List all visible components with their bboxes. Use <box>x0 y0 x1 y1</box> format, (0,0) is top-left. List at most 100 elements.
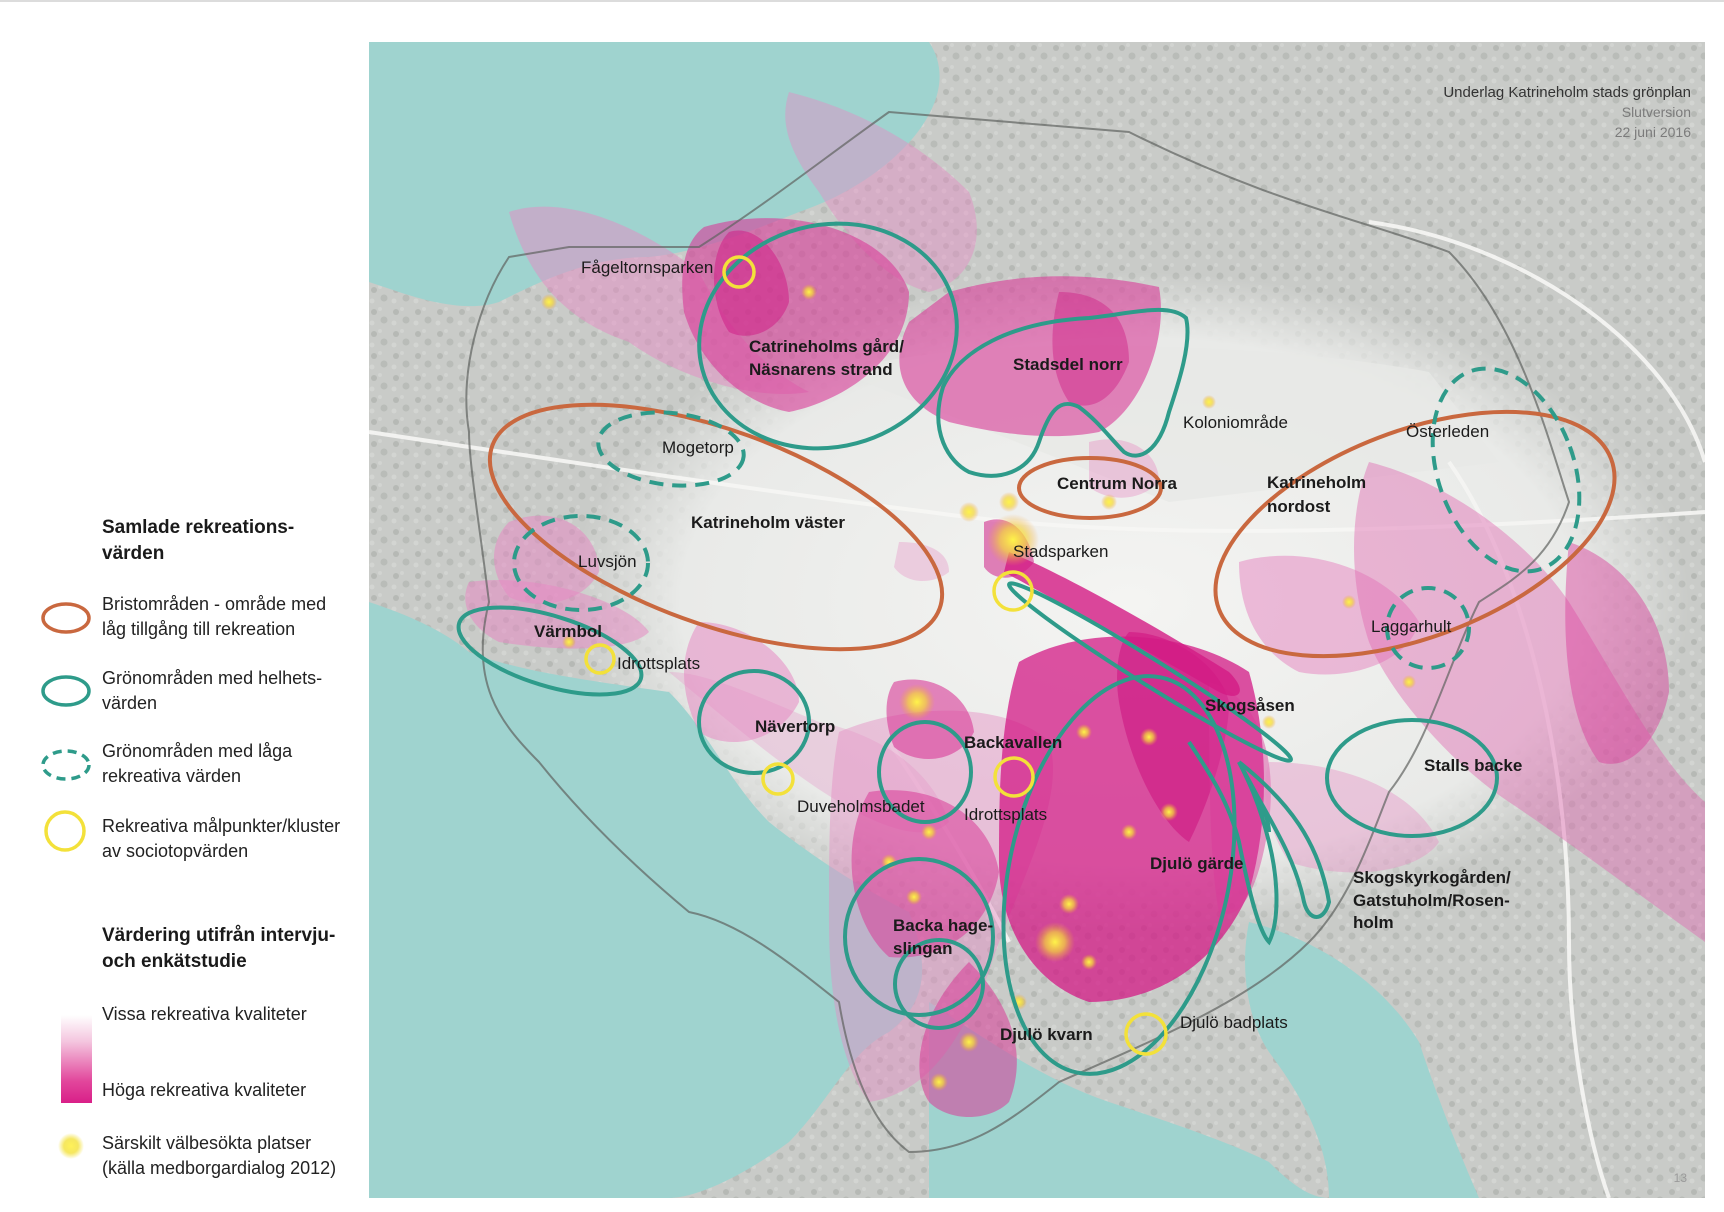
legend-item-green: Grönområden med helhets- värden <box>102 666 322 716</box>
label-skogskyrkogarden-1: Skogskyrkogården/ <box>1353 868 1511 887</box>
label-katrineholm-nordost-1: Katrineholm <box>1267 473 1366 492</box>
lake-nasnaren <box>369 42 940 307</box>
legend-item-target-line2: av sociotopvärden <box>102 841 249 861</box>
header-title: Underlag Katrineholm stads grönplan <box>1443 84 1691 101</box>
road-network <box>369 220 1705 1198</box>
legend-section2-title-line1: Värdering utifrån intervju- <box>102 925 336 946</box>
label-djulo-kvarn: Djulö kvarn <box>1000 1025 1093 1044</box>
label-catrineholms-gard-2: Näsnarens strand <box>749 360 893 379</box>
deficit-centrum-norra <box>1017 456 1163 520</box>
label-skogsasen: Skogsåsen <box>1205 696 1295 715</box>
label-katrineholm-nordost-2: nordost <box>1267 497 1331 516</box>
deficit-katrineholm-nordost <box>1213 409 1617 659</box>
green-stadsdel-norr <box>936 307 1190 478</box>
label-varmbol: Värmbol <box>534 622 602 641</box>
label-luvsjon: Luvsjön <box>578 552 637 571</box>
legend-item-green-line2: värden <box>102 693 158 713</box>
map-header: Underlag Katrineholm stads grönplan Slut… <box>1443 84 1691 140</box>
hotspot-dot-icon <box>58 1133 84 1159</box>
target-djulo-badplats <box>1124 1012 1168 1056</box>
map-labels: Fågeltornsparken Catrineholms gård/ Näsn… <box>534 258 1522 1044</box>
green-low-areas <box>512 366 1582 670</box>
green-djulo-kvarn <box>893 938 985 1030</box>
label-fageltornsparken: Fågeltornsparken <box>581 258 713 277</box>
orange-ellipse-icon <box>41 602 91 634</box>
label-idrottsplats-varmbol: Idrottsplats <box>617 654 700 673</box>
legend-gradient-high: Höga rekreativa kvaliteter <box>102 1080 307 1100</box>
label-osterleden: Österleden <box>1406 422 1489 441</box>
green-low-osterleden <box>1430 366 1582 574</box>
green-navertorp <box>697 669 811 775</box>
green-ellipse-icon <box>41 675 91 707</box>
legend-section1-title: Samlade rekreations- värden <box>102 515 294 567</box>
legend-item-target: Rekreativa målpunkter/kluster av socioto… <box>102 814 340 864</box>
legend-item-deficit: Bristområden - område med låg tillgång t… <box>102 592 326 642</box>
label-backa-hageslingan-2: slingan <box>893 939 953 958</box>
legend-hotspot-line2: (källa medborgardialog 2012) <box>102 1158 337 1178</box>
label-stadsdel-norr: Stadsdel norr <box>1013 355 1123 374</box>
legend-section1-title-line1: Samlade rekreations- <box>102 517 295 538</box>
target-stadsparken <box>992 570 1034 612</box>
lake-west <box>369 602 923 1198</box>
label-djulo-badplats: Djulö badplats <box>1180 1013 1288 1032</box>
green-low-luvsjon <box>512 514 650 612</box>
green-low-mogetorp <box>596 410 746 488</box>
label-duveholmsbadet: Duveholmsbadet <box>797 797 925 816</box>
label-stalls-backe: Stalls backe <box>1424 756 1522 775</box>
target-backavallen <box>993 756 1035 798</box>
label-laggarhult: Laggarhult <box>1371 617 1452 636</box>
page-number: 13 <box>1674 1171 1688 1185</box>
label-skogskyrkogarden-2: Gatstuholm/Rosen- <box>1353 891 1510 910</box>
green-backa-hageslingan <box>843 857 995 1017</box>
target-varmbol <box>584 643 616 675</box>
green-areas <box>456 221 1499 1076</box>
green-dashed-ellipse-icon <box>41 749 91 781</box>
map-legend: Samlade rekreations- värden Bristområden… <box>0 0 369 1212</box>
legend-item-green-low-line1: Grönområden med låga <box>102 741 293 761</box>
label-mogetorp: Mogetorp <box>662 438 734 457</box>
label-catrineholms-gard-1: Catrineholms gård/ <box>749 337 904 356</box>
target-fageltornsparken <box>722 255 756 289</box>
legend-item-deficit-line2: låg tillgång till rekreation <box>102 619 296 639</box>
green-djulo-garde <box>1001 674 1237 1076</box>
label-backavallen: Backavallen <box>964 733 1062 752</box>
label-koloniomrade: Koloniområde <box>1183 413 1288 432</box>
recreation-map: Fågeltornsparken Catrineholms gård/ Näsn… <box>369 42 1705 1198</box>
header-version: Slutversion <box>1622 104 1691 120</box>
target-duveholmsbadet <box>761 762 795 796</box>
target-points <box>584 255 1168 1056</box>
yellow-circle-icon <box>44 810 86 852</box>
visited-hotspots <box>541 284 1416 1091</box>
green-varmbol <box>456 605 644 697</box>
legend-item-green-low-line2: rekreativa värden <box>102 766 242 786</box>
legend-hotspot-line1: Särskilt välbesökta platser <box>102 1133 312 1153</box>
label-katrineholm-vaster: Katrineholm väster <box>691 513 845 532</box>
legend-item-green-low: Grönområden med låga rekreativa värden <box>102 739 292 789</box>
quality-gradient-swatch <box>61 1015 92 1103</box>
label-skogskyrkogarden-3: holm <box>1353 913 1394 932</box>
lake-south <box>1245 922 1479 1198</box>
legend-section2-title-line2: och enkätstudie <box>102 951 247 972</box>
label-djulo-garde: Djulö gärde <box>1150 854 1244 873</box>
legend-gradient-low: Vissa rekreativa kvaliteter <box>102 1004 307 1024</box>
green-catrineholms-gard <box>697 221 959 451</box>
legend-item-target-line1: Rekreativa målpunkter/kluster <box>102 816 341 836</box>
deficit-areas <box>487 402 1617 659</box>
green-stalls-backe <box>1325 718 1499 838</box>
header-date: 22 juni 2016 <box>1615 124 1692 140</box>
green-backavallen <box>877 720 973 824</box>
top-rule <box>0 0 1724 2</box>
legend-item-green-line1: Grönområden med helhets- <box>102 668 323 688</box>
legend-item-deficit-line1: Bristområden - område med <box>102 594 327 614</box>
legend-section1-title-line2: värden <box>102 543 165 564</box>
green-low-laggarhult <box>1385 586 1471 670</box>
legend-section2-title: Värdering utifrån intervju- och enkätstu… <box>102 923 335 975</box>
label-centrum-norra: Centrum Norra <box>1057 474 1178 493</box>
label-stadsparken: Stadsparken <box>1013 542 1108 561</box>
deficit-katrineholm-vaster <box>487 402 945 652</box>
label-backa-hageslingan-1: Backa hage- <box>893 916 993 935</box>
label-idrottsplats-backavallen: Idrottsplats <box>964 805 1047 824</box>
lake-djulo <box>929 1002 1329 1198</box>
legend-hotspot: Särskilt välbesökta platser (källa medbo… <box>102 1131 336 1181</box>
label-navertorp: Nävertorp <box>755 717 835 736</box>
